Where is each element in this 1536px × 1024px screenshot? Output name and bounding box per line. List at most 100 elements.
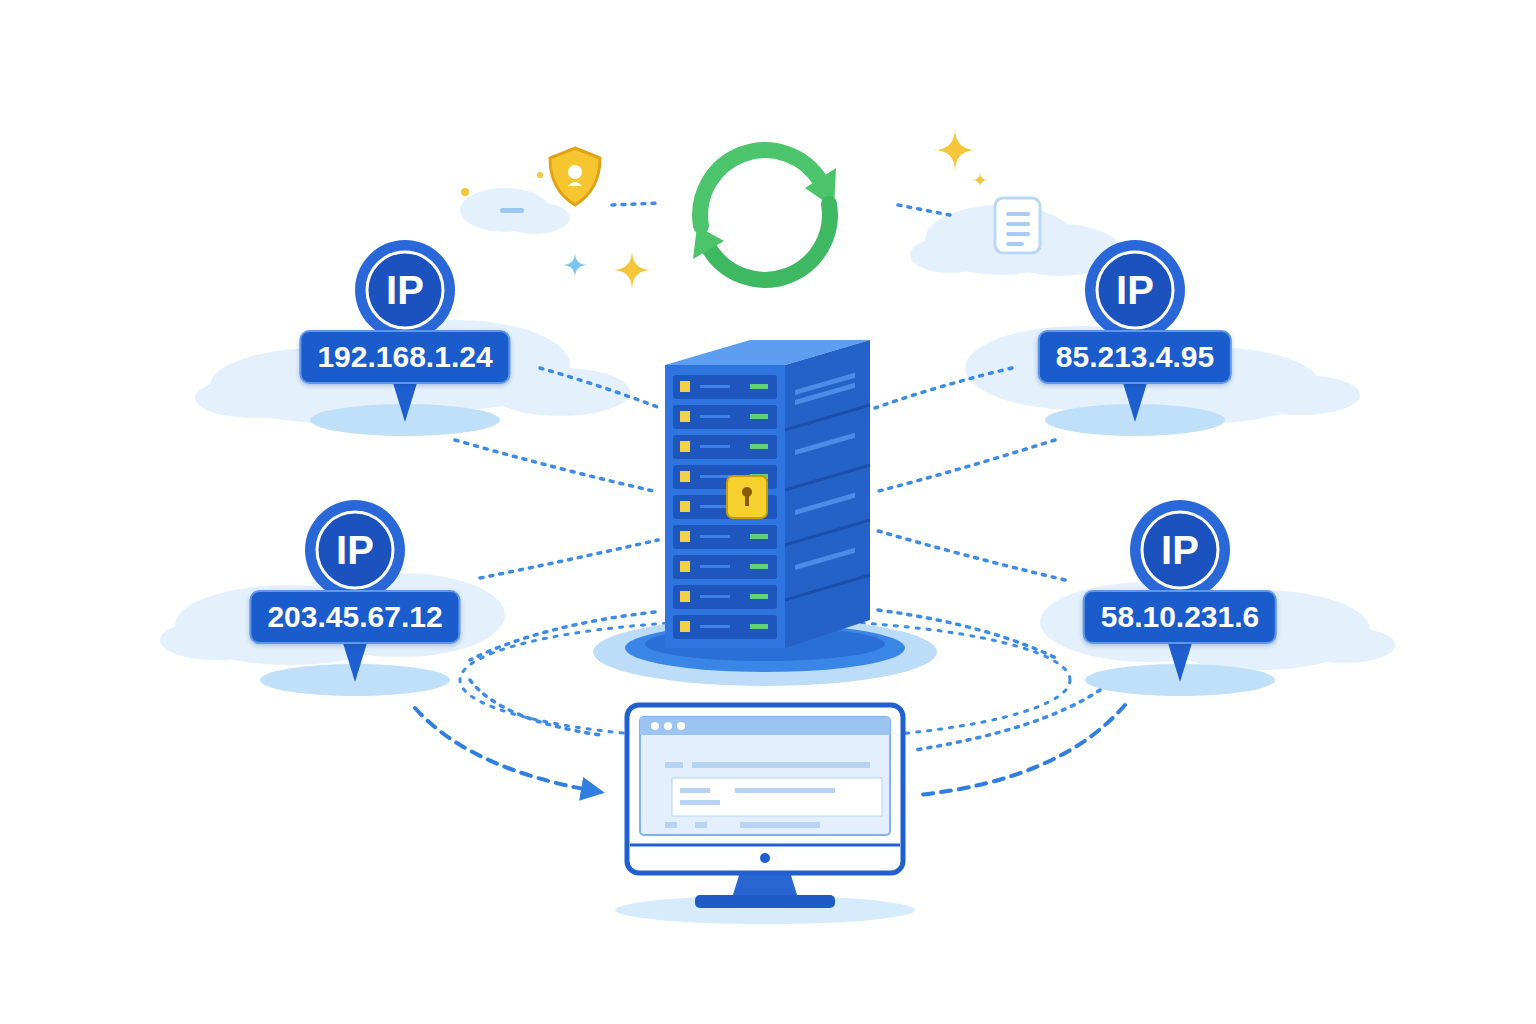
server-platform: [593, 618, 937, 686]
server-rack: [700, 385, 730, 388]
sync-icon: [700, 150, 821, 226]
server-rack: [680, 501, 690, 512]
network-wires: [875, 368, 1012, 408]
server-rack: [785, 405, 870, 430]
monitor: [680, 800, 720, 805]
flow-arrows: [918, 705, 1125, 795]
monitor: [695, 822, 707, 828]
server-rack: [700, 595, 730, 598]
server-rack: [680, 381, 690, 392]
sync-icon: [693, 226, 724, 259]
server-rack: [795, 383, 855, 405]
server-rack: [795, 373, 855, 570]
server-rack: [700, 625, 730, 628]
monitor: [677, 722, 685, 730]
document-icon: [995, 198, 1040, 253]
monitor: [615, 705, 915, 924]
network-wires: [455, 203, 1100, 750]
sparkles: [562, 252, 588, 278]
ip-pin: IP85.213.4.95: [985, 230, 1285, 450]
server-rack: [750, 594, 768, 599]
pin-title: IP: [357, 242, 453, 338]
server-rack: [785, 520, 870, 545]
server-rack: [673, 585, 777, 609]
server-rack: [680, 471, 690, 482]
clouds: [910, 237, 990, 273]
server-rack: [750, 534, 768, 539]
ip-address: 85.213.4.95: [1038, 330, 1232, 384]
server-rack: [680, 561, 690, 572]
network-wires: [480, 540, 658, 578]
ip-pin: IP192.168.1.24: [255, 230, 555, 450]
flow-arrows: [415, 708, 600, 792]
server-rack: [750, 414, 768, 419]
server-rack: [785, 405, 870, 600]
server-rack: [673, 375, 777, 399]
monitor: [695, 895, 835, 908]
shield-icon: [568, 165, 582, 179]
sparkles: [537, 172, 543, 178]
pin-shape: [1130, 500, 1230, 600]
monitor: [651, 722, 659, 730]
monitor: [640, 717, 890, 735]
clouds: [1240, 375, 1360, 415]
server-rack: [700, 505, 730, 508]
server-rack: [673, 615, 777, 639]
ip-address: 203.45.67.12: [249, 590, 460, 644]
server-rack: [700, 565, 730, 568]
monitor: [640, 717, 890, 835]
monitor: [740, 822, 820, 828]
server-rack: [745, 494, 749, 506]
monitor: [627, 705, 903, 873]
server-rack: [785, 465, 870, 490]
clouds: [1295, 627, 1395, 663]
sync-icon: [693, 150, 836, 280]
server-rack: [665, 365, 785, 648]
document-icon: [1006, 222, 1030, 226]
monitor: [732, 872, 798, 898]
document-icon: [1006, 212, 1030, 216]
server-rack: [673, 405, 777, 429]
server-rack: [680, 591, 690, 602]
pin-shape: [1085, 240, 1185, 340]
sparkles: [461, 188, 469, 196]
clouds: [195, 378, 315, 418]
ip-pin: IP203.45.67.12: [205, 490, 505, 710]
server-rack: [673, 375, 777, 639]
pin-shape: [355, 240, 455, 340]
document-icon: [1006, 232, 1030, 236]
server-rack: [673, 555, 777, 579]
network-wires: [898, 205, 950, 215]
pin-title: IP: [307, 502, 403, 598]
server-rack: [700, 445, 730, 448]
server-rack: [750, 444, 768, 449]
server-rack: [673, 525, 777, 549]
server-platform: [593, 618, 937, 686]
network-wires: [875, 530, 1065, 580]
server-rack: [785, 340, 870, 648]
shield-icon: [568, 182, 582, 186]
monitor: [664, 722, 672, 730]
sparkles: [972, 172, 988, 188]
sparkles: [461, 128, 988, 290]
monitor: [672, 778, 882, 816]
server-rack: [795, 548, 855, 570]
shield-icon: [550, 148, 600, 205]
server-rack: [700, 475, 730, 478]
server-rack: [795, 493, 855, 515]
clouds: [160, 188, 1395, 670]
ip-pin: IP58.10.231.6: [1030, 490, 1330, 710]
server-rack: [680, 531, 690, 542]
server-rack: [673, 435, 777, 459]
network-wires: [455, 440, 658, 492]
server-rack: [700, 415, 730, 418]
server-rack: [785, 575, 870, 600]
server-rack: [750, 624, 768, 629]
server-rack: [750, 564, 768, 569]
document-icon: [995, 198, 1040, 253]
server-rack: [727, 476, 767, 518]
server-rack: [680, 411, 690, 422]
document-icon: [1006, 242, 1024, 246]
